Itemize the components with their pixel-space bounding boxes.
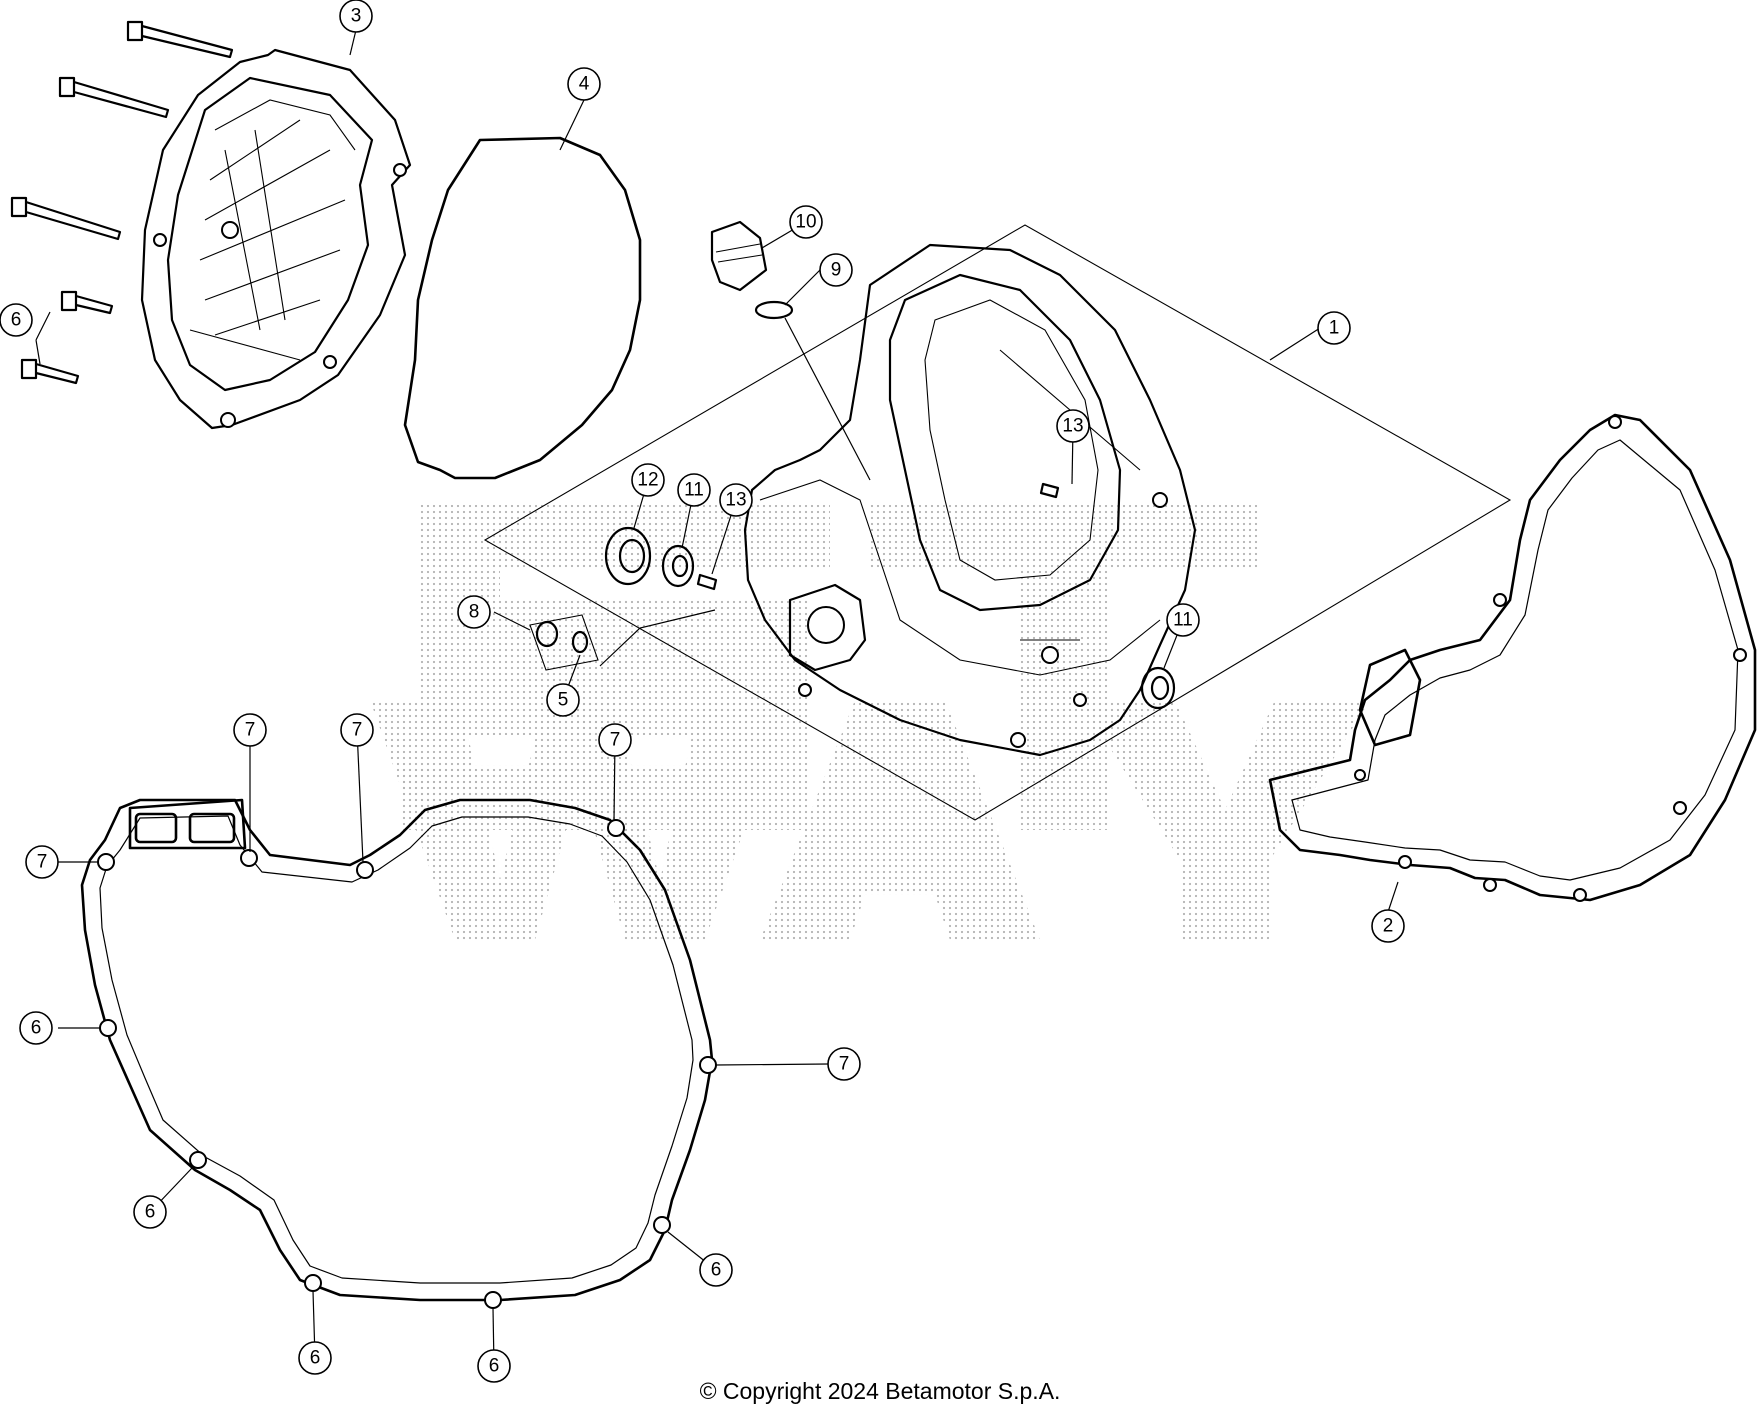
- svg-text:5: 5: [558, 690, 569, 711]
- outer-clutch-cover: [140, 48, 412, 430]
- callout-10: 10: [789, 205, 823, 239]
- part-1-frame: [483, 224, 1512, 821]
- svg-text:11: 11: [684, 480, 704, 501]
- small-parts: [529, 220, 1176, 710]
- callout-6: 6: [19, 1011, 53, 1045]
- svg-text:7: 7: [352, 720, 363, 741]
- oil-seal-large: [604, 526, 652, 586]
- callout-3: 3: [339, 0, 373, 33]
- svg-text:7: 7: [245, 720, 256, 741]
- cover-o-ring: [403, 136, 642, 480]
- callout-2: 2: [1371, 909, 1405, 943]
- leader-lines: [35, 29, 1399, 1367]
- callout-7: 7: [827, 1047, 861, 1081]
- bolt-4: [60, 290, 114, 315]
- callouts: 3 4 1 2 6 10 9 13 12 11 13 11 8 5 7 7 7 …: [0, 0, 1405, 1383]
- callout-5: 5: [546, 683, 580, 717]
- callout-6: 6: [0, 303, 33, 337]
- svg-text:13: 13: [725, 490, 746, 511]
- svg-text:9: 9: [831, 260, 842, 281]
- callout-6: 6: [699, 1253, 733, 1287]
- svg-text:6: 6: [145, 1202, 156, 1223]
- svg-text:8: 8: [469, 602, 480, 623]
- svg-text:2: 2: [1383, 916, 1394, 937]
- svg-text:1: 1: [1329, 318, 1340, 339]
- svg-text:4: 4: [579, 74, 590, 95]
- svg-text:6: 6: [711, 1260, 722, 1281]
- dowel-pin-2: [1039, 482, 1060, 499]
- callout-13: 13: [719, 483, 753, 517]
- inner-cover-gasket: [1268, 413, 1757, 902]
- kit-parts-5-8: [529, 614, 599, 671]
- callout-11: 11: [1166, 603, 1200, 637]
- callout-9: 9: [819, 253, 853, 287]
- svg-text:11: 11: [1173, 610, 1193, 631]
- dowel-pin: [696, 573, 718, 591]
- copyright-notice: © Copyright 2024 Betamotor S.p.A.: [699, 1378, 1061, 1404]
- callout-6: 6: [477, 1349, 511, 1383]
- callout-11: 11: [677, 473, 711, 507]
- callout-4: 4: [567, 67, 601, 101]
- cover-bolts: [10, 20, 234, 385]
- svg-text:6: 6: [489, 1356, 500, 1377]
- callout-7: 7: [598, 723, 632, 757]
- callout-7: 7: [340, 713, 374, 747]
- callout-13: 13: [1056, 409, 1090, 443]
- inner-clutch-cover: [743, 243, 1197, 757]
- oil-seal-small: [1140, 666, 1176, 710]
- oil-filler-plug: [710, 220, 768, 292]
- svg-text:6: 6: [11, 310, 22, 331]
- bolt-2: [58, 76, 170, 119]
- svg-text:12: 12: [637, 470, 658, 491]
- svg-text:6: 6: [31, 1018, 42, 1039]
- bolt-3: [10, 196, 122, 241]
- bearing: [661, 544, 695, 588]
- callout-6: 6: [133, 1195, 167, 1229]
- svg-text:7: 7: [610, 730, 621, 751]
- svg-text:3: 3: [351, 6, 362, 27]
- svg-text:6: 6: [310, 1348, 321, 1369]
- bolt-5: [20, 358, 80, 385]
- outer-cover-gasket: [80, 798, 717, 1309]
- svg-text:13: 13: [1062, 416, 1083, 437]
- svg-text:7: 7: [37, 852, 48, 873]
- callout-8: 8: [457, 595, 491, 629]
- callout-1: 1: [1317, 311, 1351, 345]
- svg-text:7: 7: [839, 1054, 850, 1075]
- bolt-1: [126, 20, 234, 59]
- plug-o-ring: [754, 300, 794, 320]
- callout-12: 12: [631, 463, 665, 497]
- callout-7: 7: [233, 713, 267, 747]
- callout-6: 6: [298, 1341, 332, 1375]
- callout-7: 7: [25, 845, 59, 879]
- watermark: [370, 505, 1370, 940]
- svg-text:10: 10: [795, 212, 816, 233]
